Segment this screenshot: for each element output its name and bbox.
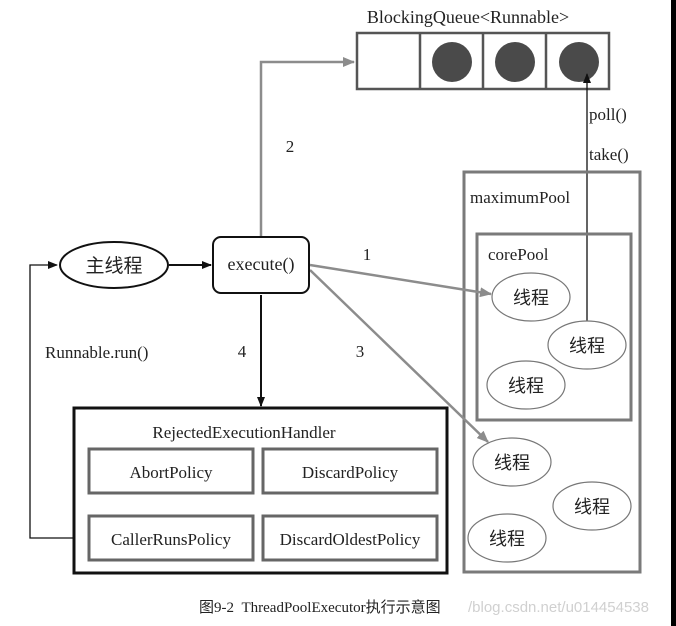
edge-3-to-max-pool: [309, 269, 489, 443]
edge-1-to-core-pool: [309, 263, 492, 298]
maximum-pool-box: [462, 170, 642, 574]
right-border: [671, 0, 676, 626]
edge-caller-runs-loop: [29, 261, 88, 539]
edge-label-2: 2: [286, 137, 295, 156]
max-thread: 线程: [552, 481, 632, 531]
svg-text:AbortPolicy: AbortPolicy: [129, 463, 213, 482]
core-pool-box: [475, 232, 633, 422]
rejected-handler-label: RejectedExecutionHandler: [152, 423, 335, 442]
svg-text:线程: 线程: [508, 376, 544, 397]
blocking-queue: [355, 31, 611, 91]
queue-task-dot: [432, 42, 472, 82]
svg-text:DiscardOldestPolicy: DiscardOldestPolicy: [280, 530, 421, 549]
svg-text:线程: 线程: [569, 336, 605, 357]
svg-text:线程: 线程: [513, 288, 549, 309]
max-thread: 线程: [472, 437, 552, 487]
svg-text:线程: 线程: [494, 453, 530, 474]
figure-caption: 图9-2 ThreadPoolExecutor执行示意图: [199, 598, 441, 616]
maximum-pool-label: maximumPool: [470, 188, 570, 207]
policy-discard: DiscardPolicy: [261, 447, 439, 495]
max-thread: 线程: [467, 513, 547, 563]
svg-text:execute(): execute(): [228, 254, 295, 275]
policy-discard-oldest: DiscardOldestPolicy: [261, 514, 439, 562]
edge-label-1: 1: [363, 245, 372, 264]
core-thread: 线程: [547, 320, 627, 370]
core-thread: 线程: [491, 272, 571, 322]
queue-task-dot: [559, 42, 599, 82]
edge-2-to-queue: [259, 57, 355, 237]
svg-text:CallerRunsPolicy: CallerRunsPolicy: [111, 530, 231, 549]
poll-label: poll(): [589, 105, 627, 124]
queue-title: BlockingQueue<Runnable>: [367, 7, 569, 27]
take-label: take(): [589, 145, 629, 164]
queue-task-dot: [495, 42, 535, 82]
svg-text:线程: 线程: [574, 497, 610, 518]
policy-abort: AbortPolicy: [87, 447, 255, 495]
edge-label-3: 3: [356, 342, 365, 361]
svg-text:线程: 线程: [489, 529, 525, 550]
watermark: /blog.csdn.net/u014454538: [468, 599, 649, 616]
edge-label-4: 4: [238, 342, 247, 361]
core-pool-label: corePool: [488, 245, 549, 264]
svg-text:主线程: 主线程: [85, 255, 142, 277]
core-thread: 线程: [486, 360, 566, 410]
policy-caller-runs: CallerRunsPolicy: [87, 514, 255, 562]
svg-text:DiscardPolicy: DiscardPolicy: [302, 463, 399, 482]
runnable-run-label: Runnable.run(): [45, 343, 148, 362]
execute-node: execute(): [212, 236, 310, 294]
main-thread-node: 主线程: [59, 241, 169, 289]
